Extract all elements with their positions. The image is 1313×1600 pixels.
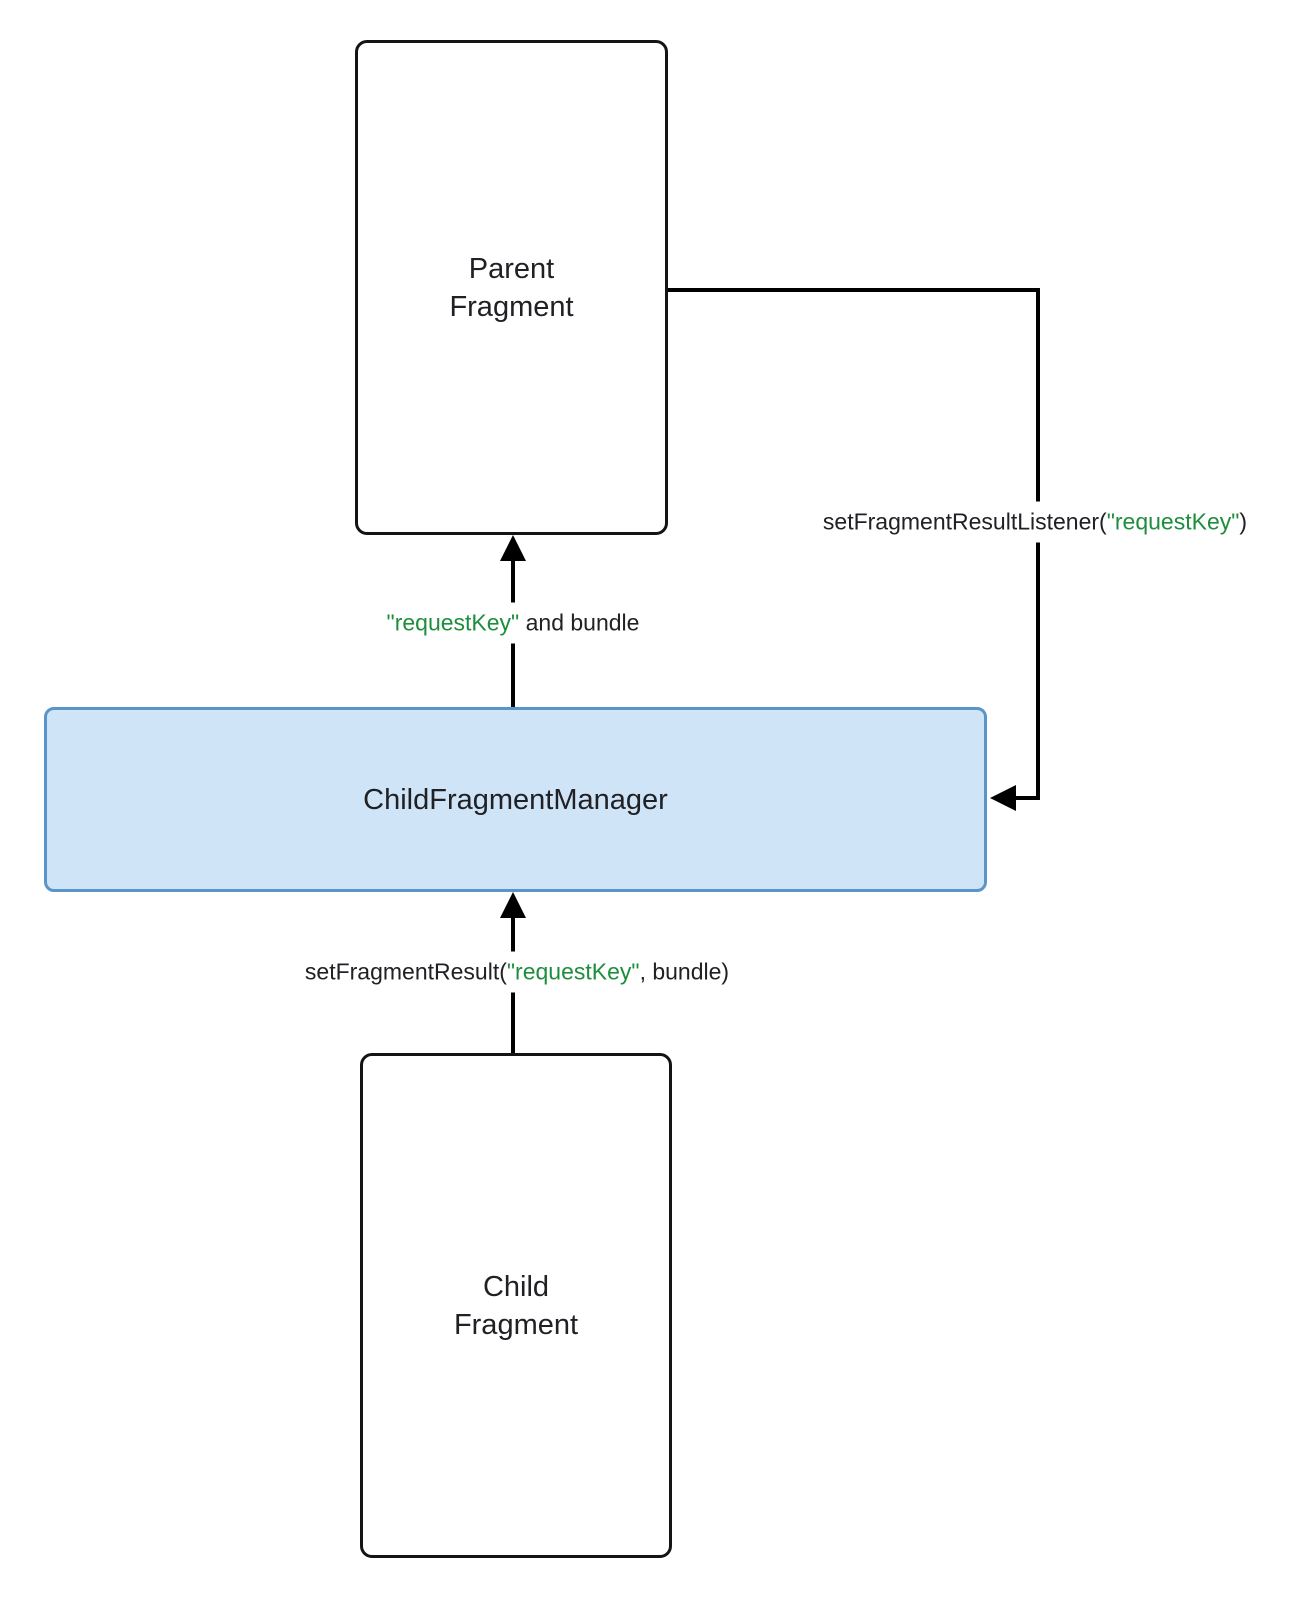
arrow-left-icon [990, 785, 1016, 811]
child-fragment-box: Child Fragment [360, 1053, 672, 1558]
request-key-literal: "requestKey" [386, 609, 520, 636]
listener-call-suffix: ) [1239, 508, 1248, 535]
set-fragment-result-label: setFragmentResult("requestKey", bundle) [294, 951, 740, 993]
parent-fragment-label-line2: Fragment [449, 290, 574, 323]
child-fragment-manager-box: ChildFragmentManager [44, 707, 987, 892]
listener-call-prefix: setFragmentResultListener( [822, 508, 1107, 535]
set-result-call-suffix: , bundle) [639, 958, 730, 985]
request-key-literal: "requestKey" [1106, 508, 1240, 535]
edge-parent-to-cfm-top-segment [668, 288, 1040, 292]
set-result-call-prefix: setFragmentResult( [304, 958, 507, 985]
deliver-label-suffix: and bundle [519, 609, 640, 636]
parent-fragment-box: Parent Fragment [355, 40, 668, 535]
child-fragment-label-line2: Fragment [453, 1308, 579, 1341]
deliver-result-label: "requestKey" and bundle [376, 602, 650, 644]
edge-parent-to-cfm-bottom-segment [1012, 796, 1040, 800]
arrow-up-icon [500, 535, 526, 561]
parent-fragment-label-line1: Parent [468, 252, 555, 285]
request-key-literal: "requestKey" [506, 958, 640, 985]
child-fragment-label-line1: Child [482, 1270, 550, 1303]
edge-parent-to-cfm-vertical-segment [1036, 288, 1040, 798]
set-fragment-result-listener-label: setFragmentResultListener("requestKey") [812, 501, 1258, 543]
child-fragment-manager-label: ChildFragmentManager [363, 783, 668, 816]
arrow-up-icon [500, 892, 526, 918]
